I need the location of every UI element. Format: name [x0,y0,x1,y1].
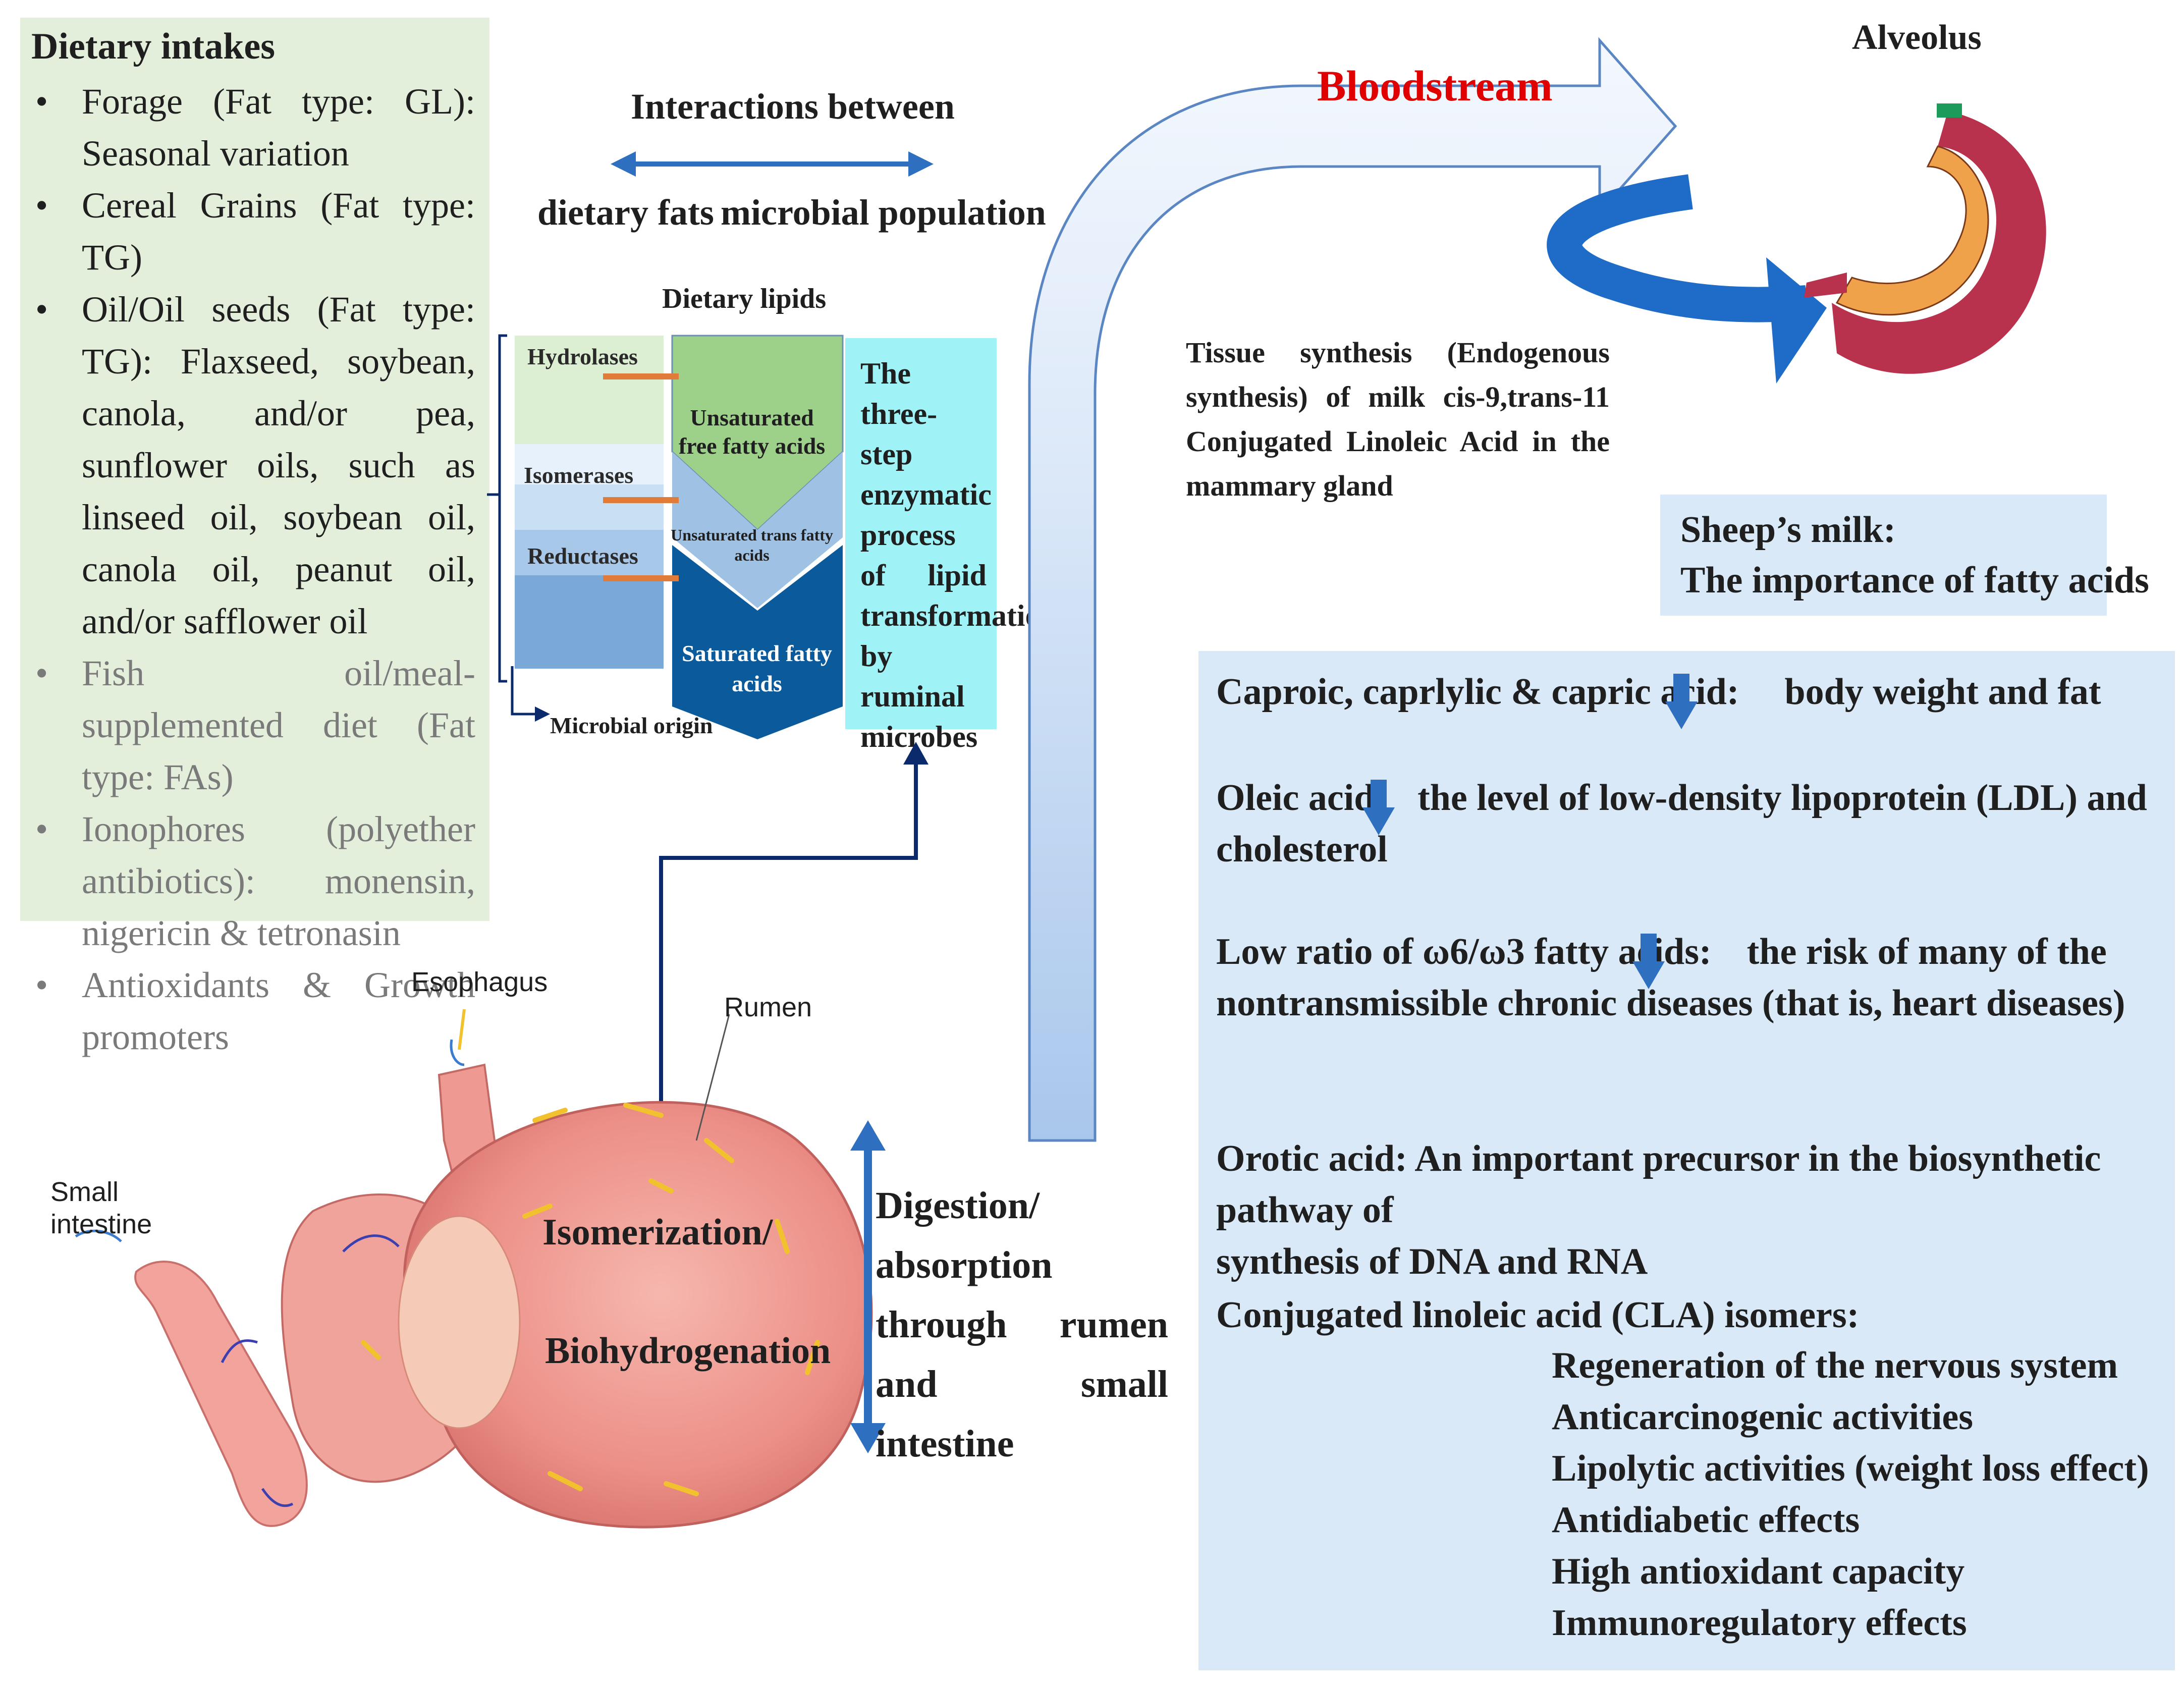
dietary-lipids-title: Dietary lipids [662,283,827,314]
oleic-acid-text: the level of low-density lipoprotein (LD… [1417,777,2147,819]
dietary-intakes-title: Dietary intakes [31,26,275,67]
unsaturated-trans-fatty-acids-label: Unsaturated trans fatty acids [671,526,833,564]
orotic-acid-effect: Orotic acid: An important precursor in t… [1216,1133,2184,1287]
caproic-acid-effect: Caproic, caprlylic & capric acid: body we… [1216,666,2101,718]
sheep-milk-title: Sheep’s milk: The importance of fatty ac… [1680,505,2149,606]
microbial-origin-arrow-icon [511,666,550,722]
orotic-acid-text: Orotic acid: An important precursor in t… [1216,1138,2101,1231]
esophagus-label: Esophagus [411,967,548,997]
fatty-acid-effects-panel [1198,651,2175,1670]
small-intestine-label: Small intestine [50,1177,152,1239]
cla-item: Lipolytic activities (weight loss effect… [1552,1448,2149,1489]
alveolus-illustration [1547,103,2046,384]
dietary-intakes-list: Forage (Fat type: GL): Seasonal variatio… [31,76,475,1063]
reductases-label: Reductases [527,543,638,569]
intake-item: Antioxidants & Growth promoters [31,959,475,1063]
rumen-label: Rumen [724,992,812,1022]
intake-item: Oil/Oil seeds (Fat type: TG): Flaxseed, … [31,284,475,647]
intake-item: Fish oil/meal-supplemented diet (Fat typ… [31,647,475,803]
cla-item: Anticarcinogenic activities [1552,1396,1974,1438]
omega-ratio-text: the risk of many of the [1746,931,2107,972]
oleic-acid-label: Oleic acid: [1216,777,1388,819]
intake-item: Cereal Grains (Fat type: TG) [31,180,475,284]
rumen-illustration [75,1009,873,1529]
microbial-population-label: microbial population [721,192,1046,233]
microbial-origin-label: Microbial origin [550,713,713,738]
omega-ratio-text-2: nontransmissible chronic diseases (that … [1216,983,2125,1024]
oleic-acid-text-2: cholesterol [1216,829,1388,870]
down-arrow-icon [1632,934,1665,989]
biohydrogenation-label: Biohydrogenation [545,1330,831,1372]
saturated-fatty-acids-label: Saturated fatty acids [682,640,832,696]
three-step-process-box [845,338,997,729]
sheep-milk-box [1660,495,2107,616]
dietary-fats-label: dietary fats [537,192,714,233]
lipid-transformation-diagram [487,334,844,739]
omega-ratio-label: Low ratio of ω6/ω3 fatty acids: [1216,931,1712,972]
vertical-double-arrow-icon [850,1120,886,1453]
cla-item: High antioxidant capacity [1552,1551,1965,1592]
bloodstream-arrow-icon [1028,37,1677,1142]
caproic-acid-text: body weight and fat [1784,671,2101,713]
cla-title: Conjugated linoleic acid (CLA) isomers: [1216,1294,1860,1336]
orotic-acid-text-2: synthesis of DNA and RNA [1216,1241,1648,1282]
caproic-acid-label: Caproic, caprlylic & capric acid: [1216,671,1739,713]
bloodstream-label: Bloodstream [1317,62,1553,110]
intake-item: Ionophores (polyether antibiotics): mone… [31,803,475,959]
isomerization-label: Isomerization/ [542,1212,773,1253]
cla-item: Antidiabetic effects [1552,1499,1860,1541]
unsaturated-free-fatty-acids-label: Unsaturated free fatty acids [678,405,826,459]
cla-item: Immunoregulatory effects [1552,1602,1967,1644]
sheep-milk-line2: The importance of fatty acids [1680,560,2149,601]
cla-item: Regeneration of the nervous system [1552,1345,2118,1386]
digestion-absorption-text: Digestion/ absorption through rumen and … [876,1184,1168,1465]
intake-item: Forage (Fat type: GL): Seasonal variatio… [31,76,475,180]
cla-list: Regeneration of the nervous system Antic… [1552,1340,2149,1649]
sheep-milk-line1: Sheep’s milk: [1680,509,1896,551]
three-step-process-text: The three-step enzymatic process of lipi… [860,357,1057,753]
alveolus-label: Alveolus [1852,18,1982,57]
tissue-synthesis-text: Tissue synthesis (Endogenous synthesis) … [1186,336,1610,502]
oleic-acid-effect: Oleic acid: the level of low-density lipo… [1216,772,2147,875]
down-arrow-icon [1362,780,1395,835]
interactions-title: Interactions between [631,86,955,127]
isomerases-label: Isomerases [524,462,634,488]
omega-ratio-effect: Low ratio of ω6/ω3 fatty acids: the risk … [1216,926,2125,1029]
double-arrow-icon [611,151,934,177]
down-arrow-icon [1665,674,1698,729]
hydrolases-label: Hydrolases [527,344,638,369]
